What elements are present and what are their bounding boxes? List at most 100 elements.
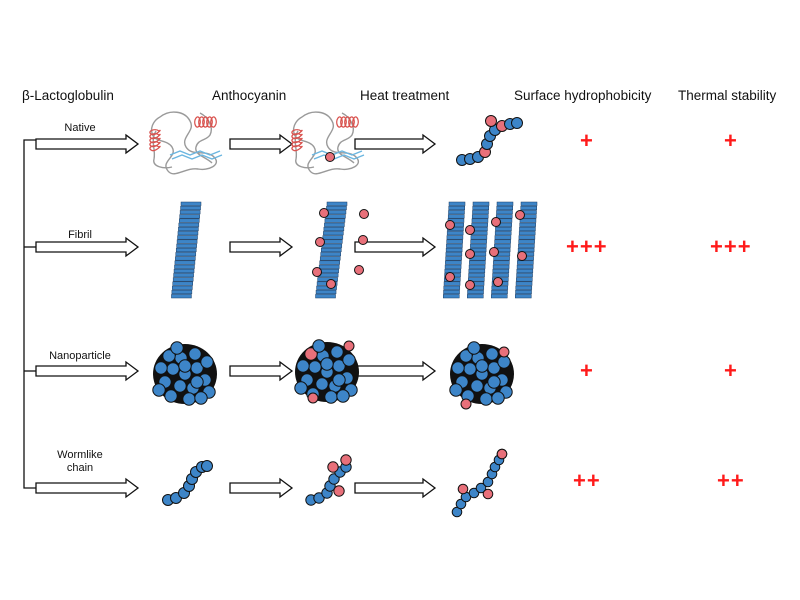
fibril-anthocyanin-layer [326, 205, 347, 211]
fibril-heated-1-layer [467, 289, 484, 295]
stability-native: + [724, 128, 738, 153]
fibril-heated-2-layer [494, 235, 512, 240]
nanoparticle-native-bead [162, 349, 176, 363]
fibril-native-layer [179, 214, 200, 219]
wormlike-heated-anthocyanin-dot [457, 483, 469, 495]
row-arrow-2 [35, 360, 140, 382]
fibril-anthocyanin-layer [326, 201, 348, 206]
fibril-anthocyanin-layer [321, 247, 342, 253]
anthocyanin-arrow-0 [229, 133, 294, 155]
fibril-anthocyanin-layer [315, 294, 336, 299]
fibril-heated-dot [517, 251, 527, 261]
nanoparticle-native-bead [178, 359, 192, 373]
nanoparticle-anthocyanin-bead [315, 377, 329, 391]
fibril-heated-3-layer [518, 231, 536, 236]
nanoparticle-anthocyanin-bead [320, 357, 334, 371]
hydrophobicity-native: + [580, 128, 594, 153]
fibril-heated-1-layer [468, 277, 485, 282]
anthocyanin-arrow-1 [229, 236, 294, 258]
fibril-heated-0-layer [445, 260, 462, 265]
nanoparticle-heated-bead [475, 359, 489, 373]
fibril-native-layer [178, 222, 200, 227]
fibril-anthocyanin-layer [319, 260, 340, 265]
hydrophobicity-fibril: +++ [566, 234, 608, 259]
fibril-heated-0-layer [447, 214, 465, 219]
fibril-native-layer [171, 294, 192, 299]
fibril-heated-dot [465, 280, 475, 290]
fibril-anthocyanin-layer [324, 222, 345, 227]
nanoparticle-anthocyanin-bead [330, 345, 344, 359]
fibril-heated-3-layer [515, 285, 533, 290]
nanoparticle-heated-bead [485, 347, 499, 361]
fibril-anthocyanin-layer [319, 256, 341, 261]
fibril-native-layer [173, 273, 194, 278]
fibril-native-layer [172, 277, 194, 282]
nanoparticle-native-bead [194, 391, 208, 405]
stability-nanoparticle: + [724, 358, 738, 383]
fibril-native-layer [180, 205, 201, 211]
native-anthocyanin-helix [336, 116, 359, 128]
fibril-heated-1-layer [470, 239, 487, 244]
anthocyanin-arrow-2 [229, 360, 294, 382]
nanoparticle-native-bead [164, 389, 178, 403]
fibril-heated-1-layer [472, 201, 490, 206]
nanoparticle-anthocyanin-bead [312, 339, 326, 353]
fibril-native-layer [178, 226, 199, 232]
fibril-heated-3-layer [519, 226, 536, 232]
row-arrow-0 [35, 133, 140, 155]
nanoparticle-anthocyanin-bead [336, 389, 350, 403]
native-protein-helix-2 [149, 129, 161, 152]
fibril-heated-0-layer [443, 294, 460, 299]
header-thermal-stability: Thermal stability [678, 88, 777, 103]
wormlike-anthocyanin-anthocyanin-dot [340, 454, 352, 466]
wormlike-anthocyanin-anthocyanin-dot [333, 485, 345, 497]
nanoparticle-heated-bead [449, 383, 463, 397]
wormlike-heated-bead [475, 482, 487, 494]
nanoparticle-anthocyanin-bead [332, 373, 346, 387]
fibril-heated-0-layer [448, 201, 466, 206]
wormlike-anthocyanin-bead [313, 492, 325, 504]
fibril-heated-3-layer [519, 222, 536, 227]
fibril-anthocyanin-layer [323, 226, 345, 232]
heat-arrow-3 [354, 477, 437, 499]
fibril-native-layer [172, 281, 193, 286]
native-anthocyanin-beta-strand [311, 150, 365, 160]
fibril-native-layer [179, 218, 200, 223]
nanoparticle-native-bead [200, 355, 214, 369]
nanoparticle-anthocyanin-bead [296, 359, 310, 373]
nanoparticle-heated-bead [451, 361, 465, 375]
fibril-anthocyanin-layer [323, 231, 344, 236]
fibril-heated-2-layer [494, 239, 511, 244]
fibril-anthocyanin-dot [358, 235, 368, 245]
fibril-heated-0-layer [444, 264, 462, 269]
fibril-heated-2-layer [493, 260, 510, 265]
fibril-heated-dot [445, 272, 455, 282]
nanoparticle-anthocyanin-bead [342, 353, 356, 367]
native-heated-chain-bead [511, 117, 523, 129]
fibril-anthocyanin-layer [318, 264, 340, 269]
nanoparticle-native-bead [154, 361, 168, 375]
nanoparticle-heated-bead [487, 375, 501, 389]
fibril-native-layer [175, 256, 196, 261]
nanoparticle-heated-dot [460, 398, 472, 410]
fibril-native-layer [174, 260, 196, 265]
nanoparticle-anthocyanin-dot [343, 340, 355, 352]
fibril-heated-3-layer [517, 247, 535, 253]
nanoparticle-native-bead [173, 379, 187, 393]
nanoparticle-native-bead [182, 392, 196, 406]
fibril-heated-3-layer [516, 268, 534, 274]
fibril-anthocyanin-dot [319, 208, 329, 218]
fibril-heated-0-layer [445, 256, 462, 261]
fibril-heated-0-layer [446, 243, 463, 248]
fibril-heated-1-layer [468, 268, 486, 274]
nanoparticle-native-bead [190, 375, 204, 389]
fibril-anthocyanin-layer [315, 289, 337, 295]
fibril-heated-3-layer [515, 294, 532, 299]
fibril-heated-1-layer [469, 260, 486, 265]
fibril-heated-1-layer [471, 214, 489, 219]
fibril-anthocyanin-layer [321, 243, 343, 248]
fibril-heated-dot [493, 277, 503, 287]
fibril-heated-1-layer [471, 218, 489, 223]
